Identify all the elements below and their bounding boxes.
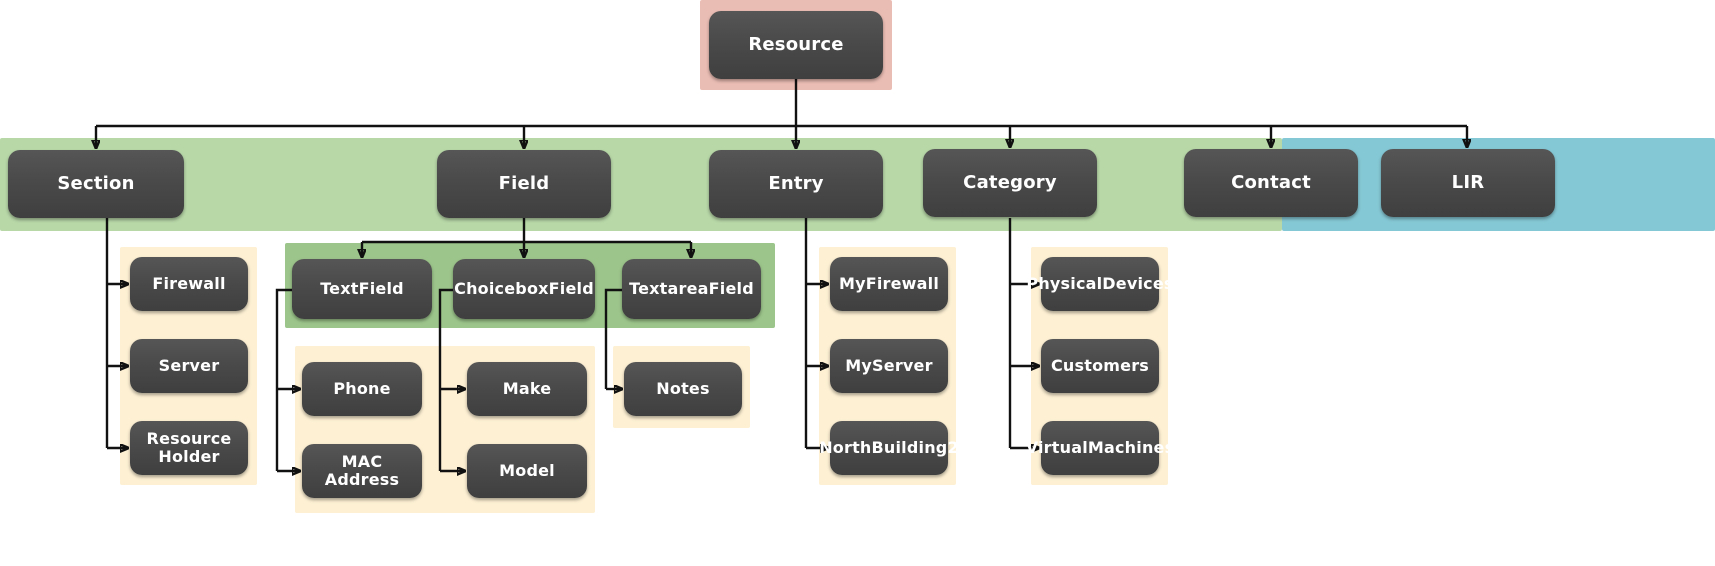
node-label: Notes xyxy=(656,379,710,399)
node-label: LIR xyxy=(1451,172,1485,194)
node-label: Entry xyxy=(768,173,824,195)
node-server[interactable]: Server xyxy=(130,339,248,393)
node-physicaldevices[interactable]: PhysicalDevices xyxy=(1026,257,1173,311)
node-label: Resource xyxy=(748,34,844,56)
node-choiceboxfield[interactable]: ChoiceboxField xyxy=(453,259,595,319)
node-mac-address[interactable]: MAC Address xyxy=(302,444,422,498)
node-make[interactable]: Make xyxy=(467,362,587,416)
node-label: Section xyxy=(57,173,135,195)
node-contact[interactable]: Contact xyxy=(1184,149,1358,217)
node-label: TextField xyxy=(320,279,404,299)
node-customers[interactable]: Customers xyxy=(1041,339,1159,393)
node-label: MyFirewall xyxy=(838,274,940,294)
node-label: TextareaField xyxy=(629,279,754,299)
node-myfirewall[interactable]: MyFirewall xyxy=(830,257,948,311)
node-textfield[interactable]: TextField xyxy=(292,259,432,319)
node-notes[interactable]: Notes xyxy=(624,362,742,416)
node-model[interactable]: Model xyxy=(467,444,587,498)
node-label: Firewall xyxy=(152,274,226,294)
node-label: MAC Address xyxy=(324,452,400,489)
node-resource-holder[interactable]: Resource Holder xyxy=(130,421,248,475)
node-label: MyServer xyxy=(845,356,933,376)
node-textareafield[interactable]: TextareaField xyxy=(622,259,761,319)
node-label: Model xyxy=(499,461,555,481)
node-label: VirtualMachines xyxy=(1025,438,1175,458)
node-label: Field xyxy=(498,173,550,195)
node-label: Contact xyxy=(1231,172,1311,194)
node-virtualmachines[interactable]: VirtualMachines xyxy=(1026,421,1174,475)
node-label: Customers xyxy=(1050,356,1150,376)
node-label: Category xyxy=(963,172,1057,194)
node-label: Make xyxy=(502,379,552,399)
node-lir[interactable]: LIR xyxy=(1381,149,1555,217)
node-myserver[interactable]: MyServer xyxy=(830,339,948,393)
node-field[interactable]: Field xyxy=(437,150,611,218)
node-label: Server xyxy=(158,356,220,376)
node-label: Phone xyxy=(333,379,391,399)
node-label: PhysicalDevices xyxy=(1026,274,1174,294)
node-northbuilding2[interactable]: NorthBuilding2 xyxy=(819,421,959,475)
node-category[interactable]: Category xyxy=(923,149,1097,217)
node-label: ChoiceboxField xyxy=(454,279,594,299)
node-resource[interactable]: Resource xyxy=(709,11,883,79)
node-label: Resource Holder xyxy=(146,429,232,466)
node-phone[interactable]: Phone xyxy=(302,362,422,416)
node-firewall[interactable]: Firewall xyxy=(130,257,248,311)
node-section[interactable]: Section xyxy=(8,150,184,218)
node-label: NorthBuilding2 xyxy=(819,438,959,458)
node-entry[interactable]: Entry xyxy=(709,150,883,218)
